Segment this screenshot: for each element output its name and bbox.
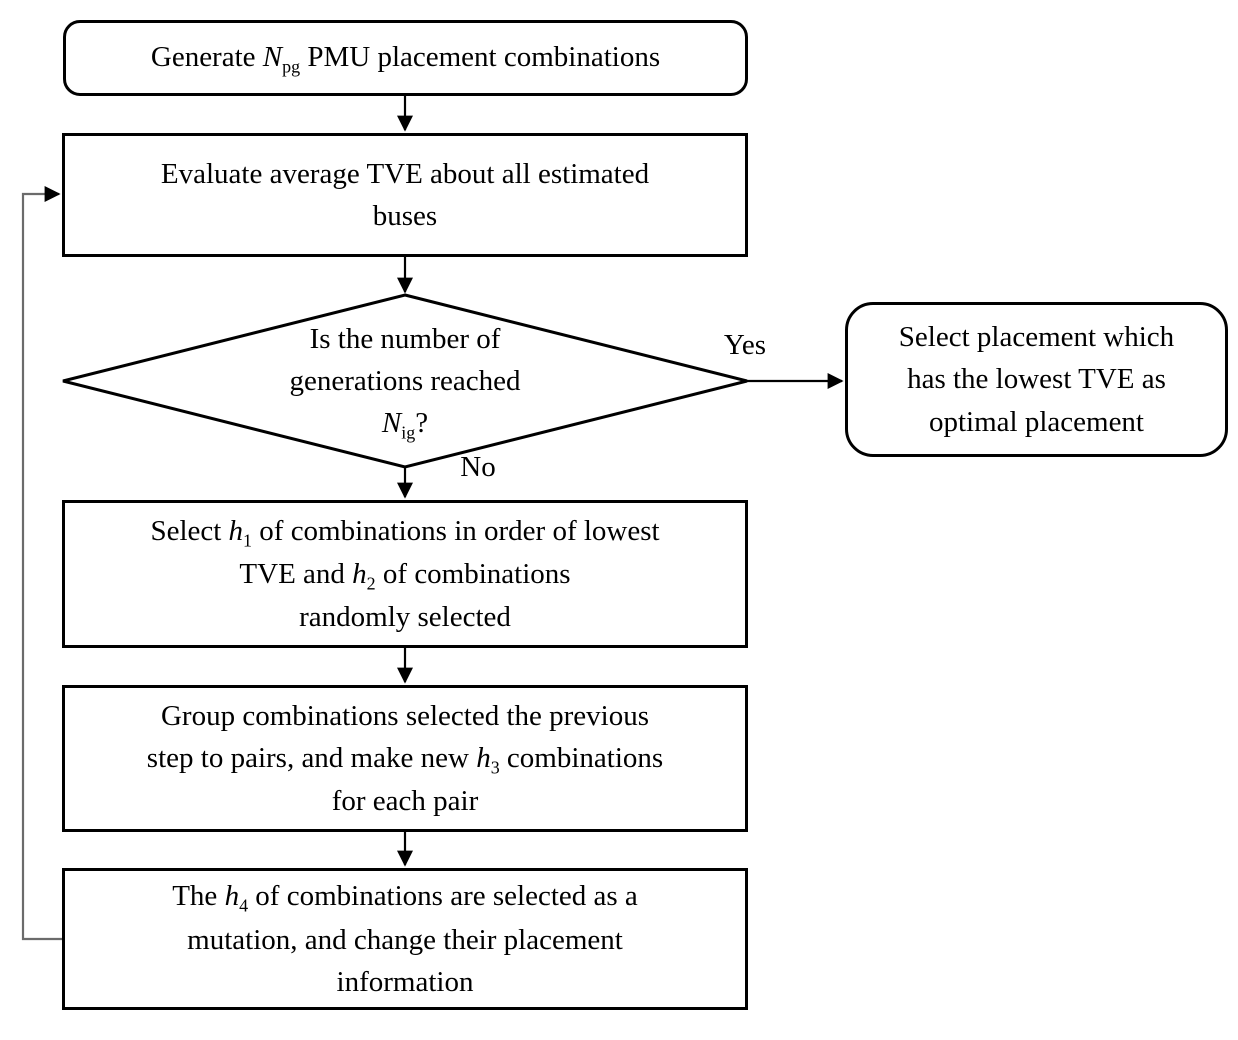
decision-diamond-shape: [62, 293, 748, 469]
node-group-pairs: Group combinations selected the previous…: [62, 685, 748, 832]
no-branch-label: No: [460, 451, 496, 483]
node-mutation: The h4 of combinations are selected as a…: [62, 868, 748, 1010]
node-evaluate-tve: Evaluate average TVE about all estimated…: [62, 133, 748, 257]
yes-branch-label: Yes: [723, 329, 767, 361]
node-select-combinations: Select h1 of combinations in order of lo…: [62, 500, 748, 648]
node-generate-combinations: Generate Npg PMU placement combinations: [63, 20, 748, 96]
loop-mutate-to-evaluate: [21, 186, 62, 941]
